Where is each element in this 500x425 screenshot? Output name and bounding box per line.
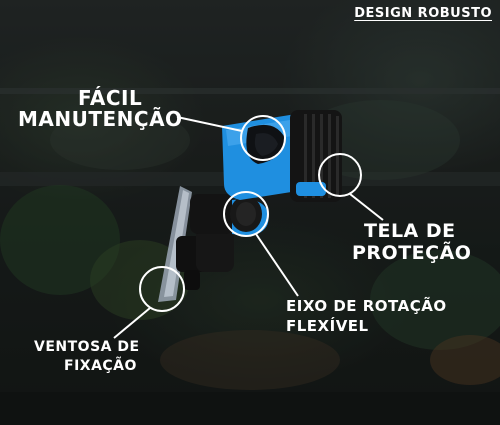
suction-cup	[158, 186, 234, 302]
screen-ring	[318, 153, 362, 197]
protection-grid	[290, 110, 342, 202]
callout-screen-line2: PROTEÇÃO	[352, 242, 472, 264]
axis-ring	[223, 191, 269, 237]
callout-suction-line2: FIXAÇÃO	[64, 358, 137, 374]
maintenance-leader	[176, 116, 243, 132]
callout-screen-line1: TELA DE	[364, 220, 456, 242]
suction-ring	[139, 266, 185, 312]
callout-axis-line1: EIXO DE ROTAÇÃO	[286, 297, 447, 315]
maintenance-ring	[240, 115, 286, 161]
pump-body	[222, 114, 304, 200]
suction-leader	[113, 307, 151, 339]
callout-suction-line1: VENTOSA DE	[34, 339, 140, 355]
callout-maintenance-line2: MANUTENÇÃO	[18, 107, 183, 131]
callout-axis-line2: FLEXÍVEL	[286, 317, 369, 335]
axis-leader	[255, 233, 299, 297]
callout-maintenance-line1: FÁCIL	[78, 86, 143, 110]
screen-leader	[349, 193, 384, 221]
header-title: DESIGN ROBUSTO	[354, 6, 492, 21]
rotation-axis	[190, 194, 269, 236]
